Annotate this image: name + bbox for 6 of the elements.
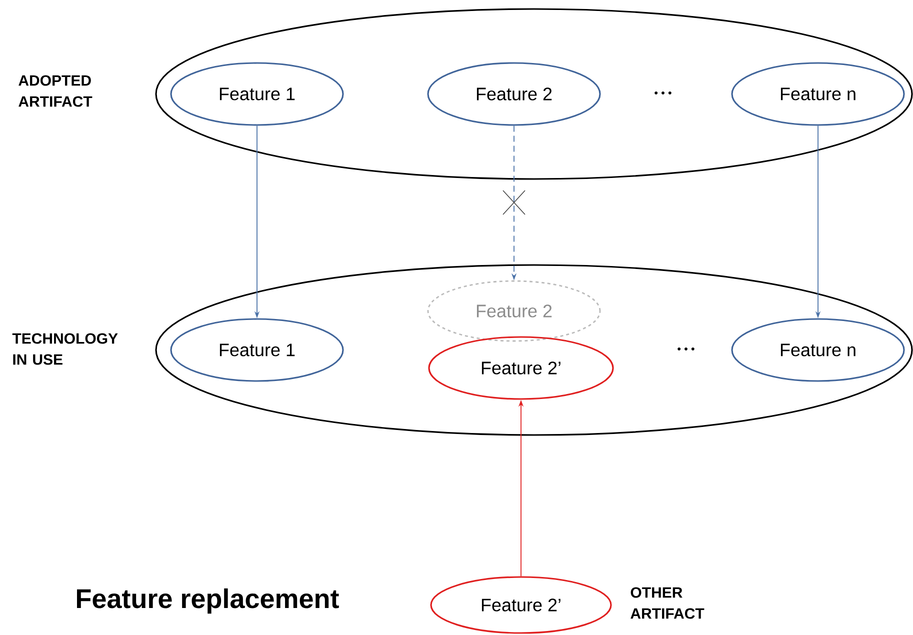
ellipsis: • • •	[654, 91, 672, 94]
title: Feature replacement	[77, 588, 339, 614]
ellipsis: • • •	[678, 347, 694, 350]
artifact-heading: OTHER ARTIFACT	[630, 587, 704, 619]
group-heading: TECHNOLOGY IN USE	[12, 333, 118, 365]
group-heading: ADOPTED ARTIFACT	[18, 75, 92, 107]
